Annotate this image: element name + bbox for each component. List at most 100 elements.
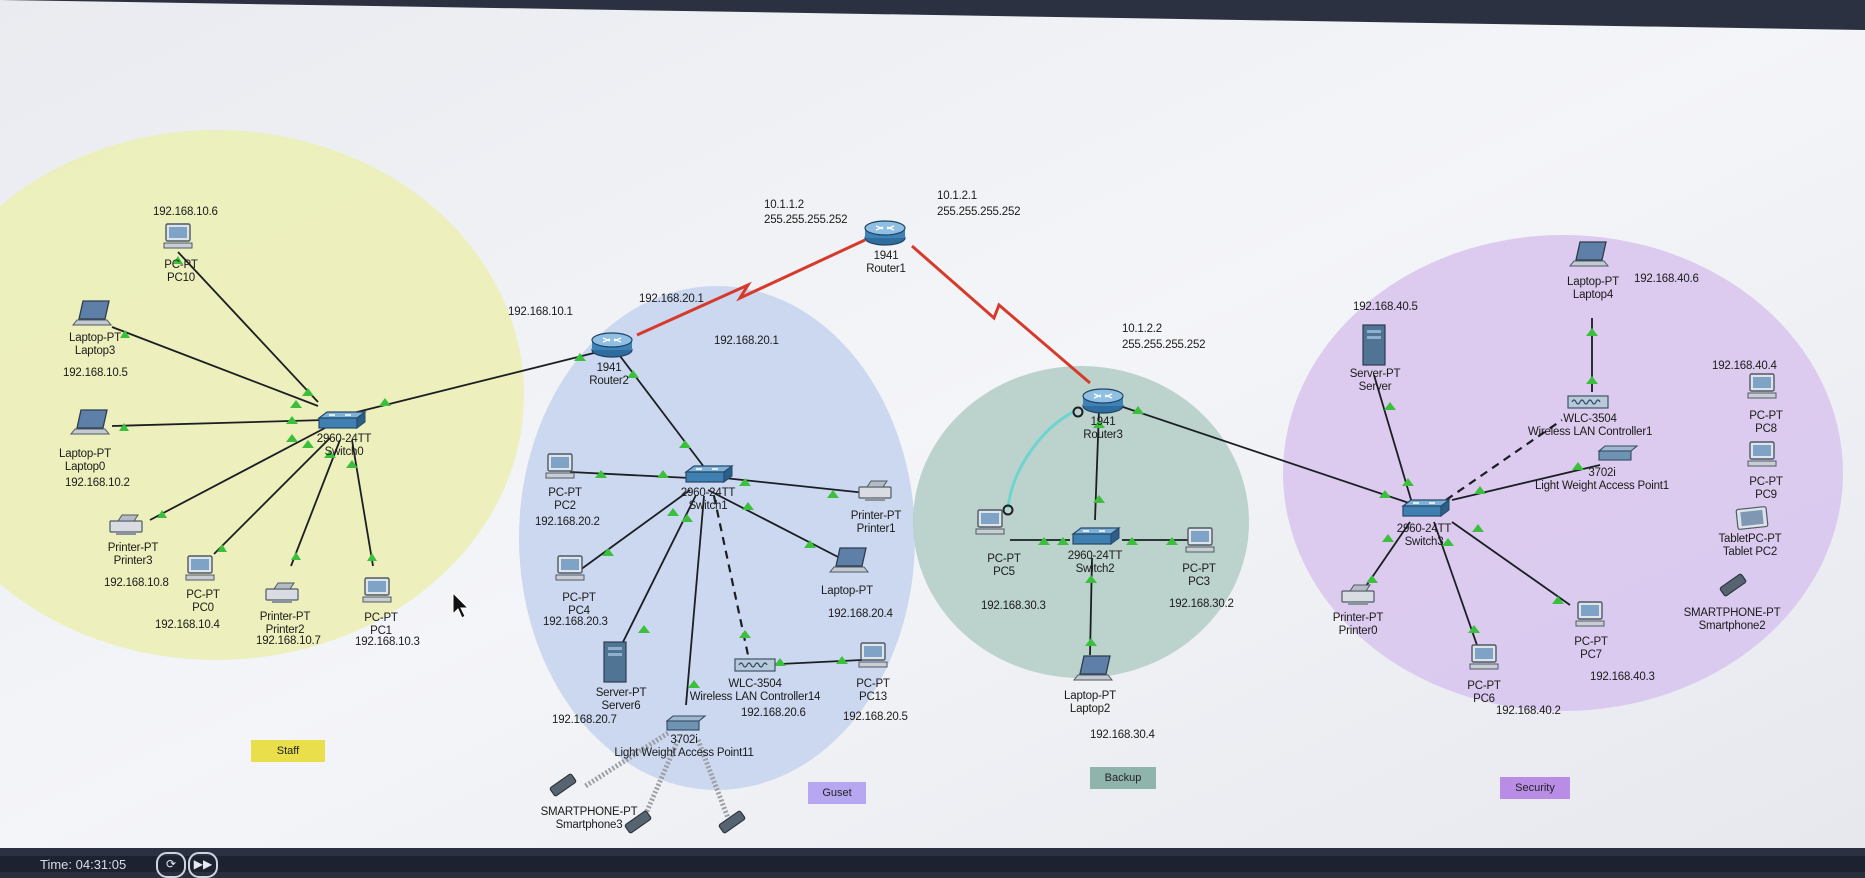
switch1-icon[interactable] [685,465,733,483]
smartphone2-name: Smartphone2 [1698,620,1766,632]
backup-console-link [1006,410,1074,509]
wan-r3-ip: 10.1.2.2 [1122,323,1162,335]
pc1-icon[interactable] [362,577,392,603]
pc10-ip: 192.168.10.6 [153,206,218,218]
router1-model: 1941 [873,250,899,262]
pc7-type: PC-PT [1574,636,1608,648]
printer2-name: Printer2 [265,624,305,636]
pc0-name: PC0 [192,602,214,614]
tablet-pc2-icon[interactable] [1735,505,1769,531]
pc5-name: PC5 [993,566,1015,578]
laptop2-type: Laptop-PT [1064,690,1116,702]
pc6-icon[interactable] [1469,644,1499,670]
wlc1-icon[interactable] [1567,395,1609,409]
pc13-icon[interactable] [858,642,888,668]
pc10-name: PC10 [167,272,195,284]
power-cycle-button[interactable]: ⟳ [156,852,186,878]
switch2-icon[interactable] [1072,527,1120,545]
laptop2-ip: 192.168.30.4 [1090,729,1155,741]
pc13-type: PC-PT [856,678,890,690]
pc4-icon[interactable] [555,555,585,581]
laptop2-name: Laptop2 [1069,703,1111,715]
laptop0-name: Laptop0 [64,461,106,473]
router3-icon[interactable] [1082,388,1124,414]
pc10-icon[interactable] [163,223,193,249]
wan-link-router1-router3[interactable] [911,244,1091,385]
pc3-ip: 192.168.30.2 [1169,598,1234,610]
zone-tag-staff[interactable]: Staff [251,740,325,762]
printer2-ip: 192.168.10.7 [256,635,321,647]
printer0-type: Printer-PT [1332,612,1384,624]
pc9-icon[interactable] [1747,441,1777,467]
console-port-b [1002,504,1014,516]
pc7-icon[interactable] [1575,601,1605,627]
wan-link-router2-router1[interactable] [636,238,866,337]
security-server-icon[interactable] [1362,324,1386,366]
smartphone3-name: Smartphone3 [555,819,623,831]
pc7-name: PC7 [1580,649,1602,661]
laptop0-ip: 192.168.10.2 [65,477,130,489]
pc8-icon[interactable] [1747,373,1777,399]
wlc14-icon[interactable] [734,658,776,672]
access-point1-icon[interactable] [1598,445,1638,461]
guest-gateway-ip-a: 192.168.20.1 [639,293,704,305]
guest-wireless-links [582,730,731,819]
pc2-icon[interactable] [545,453,575,479]
tablet-pc2-name: Tablet PC2 [1722,546,1778,558]
router1-name: Router1 [866,263,906,275]
pc5-type: PC-PT [987,553,1021,565]
laptop3-type: Laptop-PT [69,332,121,344]
simulation-time: Time: 04:31:05 [40,857,127,872]
printer2-type: Printer-PT [259,611,311,623]
pc13-name: PC13 [859,691,887,703]
pc8-type: PC-PT [1749,410,1783,422]
server6-icon[interactable] [603,641,627,683]
pc6-name: PC6 [1473,693,1495,705]
tablet-pc2-type: TabletPC-PT [1718,533,1782,545]
pc0-icon[interactable] [185,555,215,581]
router1-icon[interactable] [864,220,906,246]
server6-name: Server6 [601,700,641,712]
zone-tag-security[interactable]: Security [1500,777,1570,799]
pc5-icon[interactable] [975,509,1005,535]
wan-r1-mask: 255.255.255.252 [937,206,1021,218]
smartphone3-type: SMARTPHONE-PT [540,806,638,818]
access-point11-icon[interactable] [666,715,706,731]
fast-forward-button[interactable]: ▶▶ [188,852,218,878]
zone-tag-guest[interactable]: Guset [808,782,866,804]
router2-icon[interactable] [591,332,633,358]
fast-forward-icon: ▶▶ [193,857,213,871]
server6-ip: 192.168.20.7 [552,714,617,726]
router3-name: Router3 [1083,429,1123,441]
zone-tag-backup[interactable]: Backup [1090,767,1156,789]
pc13-ip: 192.168.20.5 [843,711,908,723]
pc4-ip: 192.168.20.3 [543,616,608,628]
pc10-type: PC-PT [164,259,198,271]
laptop3-ip: 192.168.10.5 [63,367,128,379]
pc4-name: PC4 [568,605,590,617]
staff-gateway-ip: 192.168.10.1 [508,306,573,318]
pc1-name: PC1 [370,625,392,637]
laptop4-ip: 192.168.40.6 [1634,273,1699,285]
switch3-icon[interactable] [1402,499,1450,517]
switch0-icon[interactable] [318,411,366,429]
pc9-name: PC9 [1755,489,1777,501]
pc3-icon[interactable] [1185,527,1215,553]
switch1-model: 2960-24TT [680,487,736,499]
